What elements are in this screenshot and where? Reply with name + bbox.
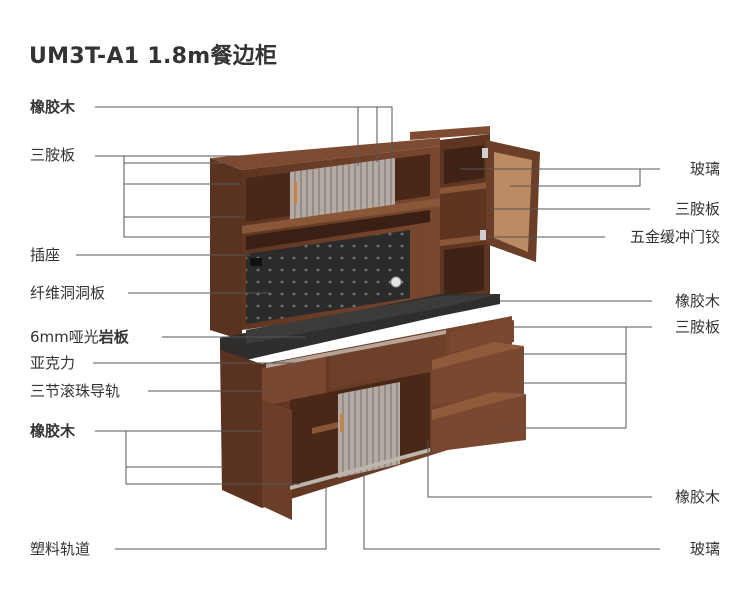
base-door-handle — [340, 414, 343, 432]
hutch-door-handle — [294, 182, 297, 204]
plastic-track — [290, 448, 430, 490]
hinge-top-icon — [482, 148, 488, 158]
base-open-door — [262, 400, 292, 520]
base-glass-door — [338, 382, 400, 478]
base-cabinet — [220, 316, 526, 520]
acrylic-strip — [266, 330, 446, 368]
label-melamine-right-top: 三胺板 — [674, 200, 720, 218]
base-left-side — [220, 350, 262, 508]
drawer-left — [262, 356, 326, 406]
socket-icon — [250, 258, 262, 266]
hutch-left-side — [210, 158, 242, 340]
hinge-bottom-icon — [480, 230, 486, 240]
label-stone-slab: 6mm哑光岩板 — [30, 328, 129, 346]
drawer-open-lower — [432, 394, 526, 452]
label-ball-slide: 三节滚珠导轨 — [30, 382, 121, 400]
label-glass-top: 玻璃 — [689, 160, 720, 178]
label-acrylic: 亚克力 — [30, 354, 76, 372]
pegboard-panel — [246, 230, 410, 324]
label-rubberwood-right-top: 橡胶木 — [674, 292, 720, 310]
label-rubberwood-top: 橡胶木 — [30, 98, 76, 116]
hutch — [210, 138, 440, 340]
open-glass-door-pane — [494, 152, 532, 252]
hutch-shelf — [242, 198, 440, 234]
cable-hole-icon — [390, 276, 402, 288]
hutch-top — [210, 138, 440, 170]
label-melamine-right-mid: 三胺板 — [674, 318, 720, 336]
drawer-open-upper — [432, 346, 524, 404]
label-rubberwood-bottom: 橡胶木 — [30, 422, 76, 440]
page-title: UM3T-A1 1.8m餐边柜 — [29, 44, 278, 69]
label-melamine-left: 三胺板 — [30, 146, 76, 164]
label-soft-close-hinge: 五金缓冲门铰 — [629, 228, 720, 246]
label-stone-slab-normal: 6mm哑光 — [30, 328, 99, 346]
label-plastic-track: 塑料轨道 — [30, 540, 91, 558]
label-rubberwood-right-bottom: 橡胶木 — [674, 488, 720, 506]
hutch-glass-door — [290, 158, 395, 222]
drawer-middle — [330, 334, 446, 388]
leader-lines — [76, 106, 660, 550]
label-stone-slab-bold: 岩板 — [98, 328, 129, 346]
label-socket: 插座 — [30, 246, 61, 264]
countertop — [220, 294, 500, 360]
label-glass-bottom: 玻璃 — [689, 540, 720, 558]
label-pegboard: 纤维洞洞板 — [30, 284, 106, 302]
hutch-right-tower — [410, 126, 540, 302]
stone-slab — [220, 294, 500, 360]
